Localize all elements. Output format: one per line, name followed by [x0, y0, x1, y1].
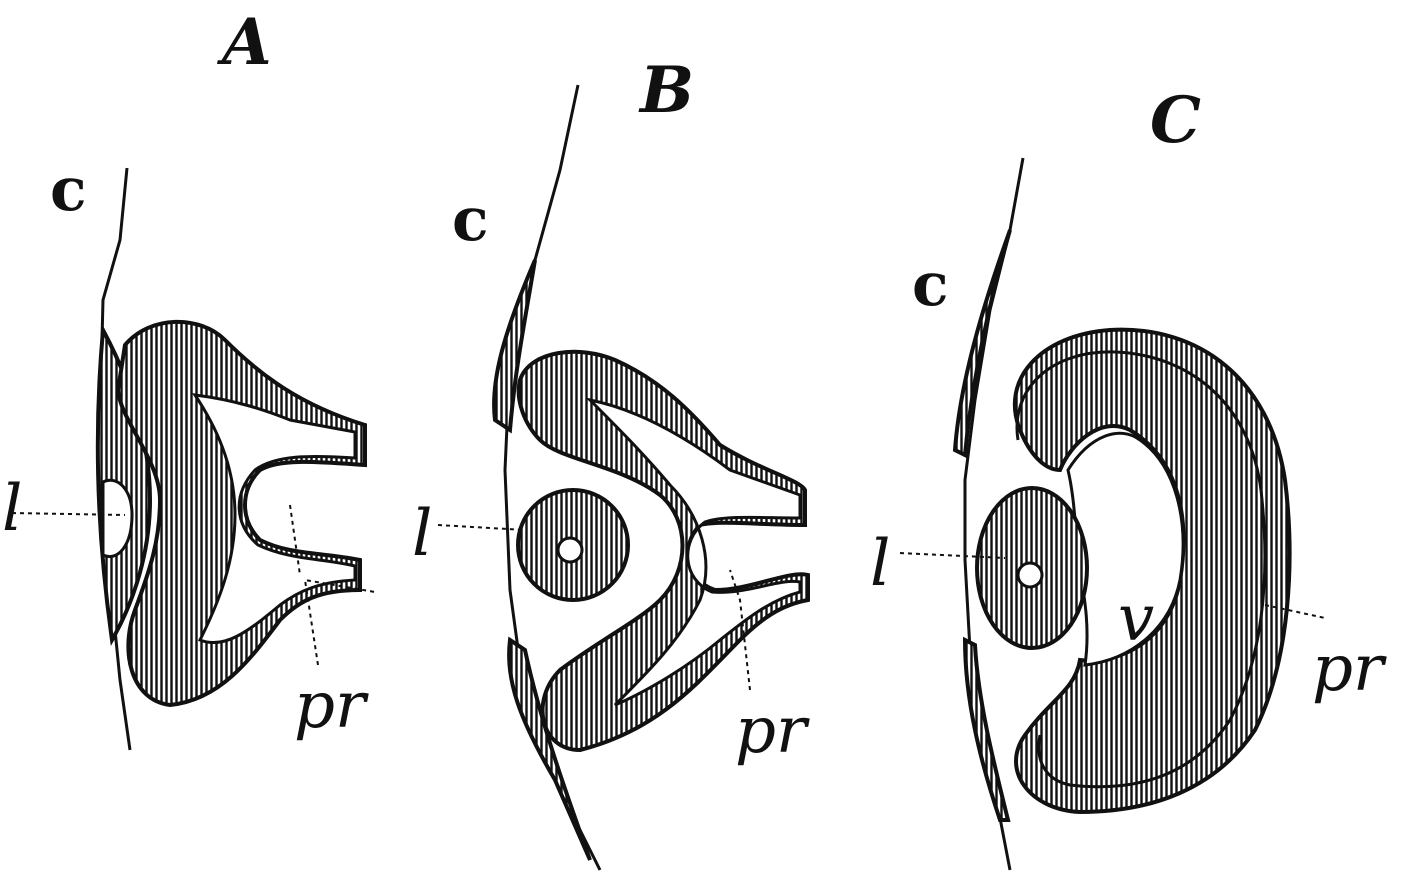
panel-b-ectoderm-thickening [492, 259, 537, 434]
panel-a-label: A [217, 5, 272, 80]
panel-b-pr-leader [729, 569, 751, 691]
panel-a-pr-leader [289, 504, 376, 666]
panel-b-pr-label: pr [735, 694, 810, 768]
panel-a: A c l pr [2, 5, 376, 751]
panel-c-l-label: l [870, 527, 890, 601]
panel-c-ectoderm-thickening-lower [962, 636, 1011, 822]
panel-c-lens-center [1016, 561, 1044, 589]
panel-c: C c l v pr [870, 83, 1387, 871]
panel-b: B c l pr [412, 53, 810, 871]
panel-a-l-leader [11, 512, 126, 516]
panel-a-optic-vesicle [115, 319, 367, 708]
panel-c-pr-label: pr [1312, 632, 1387, 706]
panel-c-l-leader [899, 552, 1006, 559]
panel-b-ectoderm-thickening-lower [507, 636, 592, 861]
panel-b-c-label: c [452, 185, 489, 255]
panel-c-label: C [1150, 83, 1201, 158]
panel-a-lens [101, 478, 134, 558]
panel-a-l-label: l [2, 472, 22, 546]
panel-c-v-label: v [1118, 582, 1154, 656]
panel-c-inner-rim [1015, 350, 1267, 789]
panel-c-optic-cup [1013, 327, 1292, 815]
panel-b-lens-center [556, 536, 584, 564]
panel-a-optic-cavity [191, 393, 357, 645]
panel-b-optic-vesicle [516, 349, 810, 753]
panel-b-optic-cavity [585, 397, 802, 707]
panel-a-pr-label: pr [294, 669, 369, 743]
panel-a-c-label: c [50, 155, 87, 225]
panel-c-ectoderm-thickening [952, 229, 1012, 459]
panel-c-c-label: c [912, 250, 949, 320]
panel-c-pr-leader [1264, 604, 1326, 619]
panel-b-l-leader [437, 524, 526, 531]
panel-b-label: B [638, 53, 694, 128]
panel-b-l-label: l [412, 497, 432, 571]
